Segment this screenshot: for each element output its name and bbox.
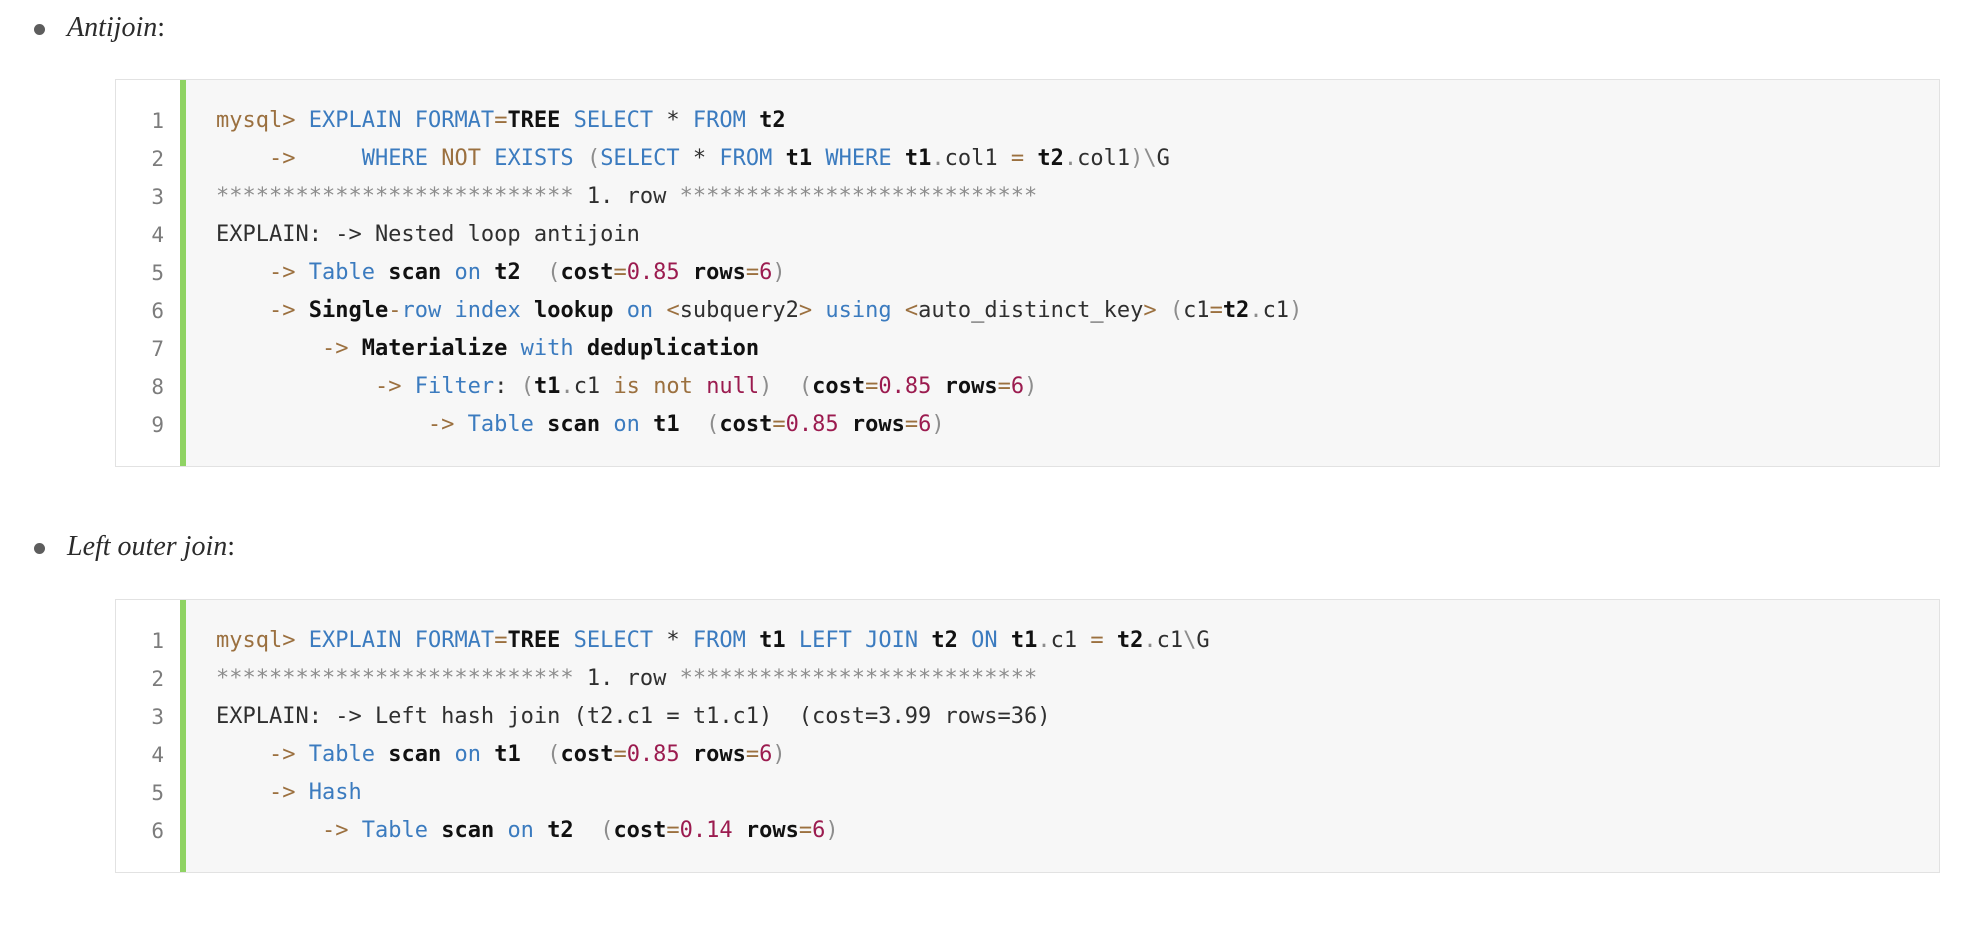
- code-line: -> Table scan on t2 (cost=0.14 rows=6): [321, 817, 839, 843]
- line-number: 2: [151, 147, 164, 172]
- code-line: *************************** 1. row *****…: [216, 184, 1038, 210]
- list-item-label: Left outer join:: [67, 529, 235, 565]
- line-number: 7: [151, 337, 164, 362]
- line-number: 3: [151, 185, 164, 210]
- list-item-label: Antijoin:: [67, 10, 165, 46]
- line-number-gutter: 1 2 3 4 5 6 7 8 9: [116, 80, 180, 467]
- section-spacer: [0, 467, 1980, 519]
- code-block-antijoin: 1 2 3 4 5 6 7 8 9 mysql> EXPLAIN FORMAT=…: [115, 79, 1940, 468]
- line-number: 4: [151, 742, 164, 767]
- antijoin-colon: :: [157, 12, 166, 43]
- line-number: 2: [151, 666, 164, 691]
- code-line: mysql> EXPLAIN FORMAT=TREE SELECT * FROM…: [216, 627, 1210, 653]
- line-number: 8: [151, 375, 164, 400]
- line-number: 1: [151, 628, 164, 653]
- code-line: -> Table scan on t1 (cost=0.85 rows=6): [268, 741, 786, 767]
- code-line: EXPLAIN: -> Left hash join (t2.c1 = t1.c…: [216, 703, 1051, 729]
- code-line: mysql> EXPLAIN FORMAT=TREE SELECT * FROM…: [216, 108, 786, 134]
- left-outer-join-colon: :: [227, 531, 236, 563]
- bullet-dot-icon: [34, 24, 45, 35]
- code-content-antijoin[interactable]: mysql> EXPLAIN FORMAT=TREE SELECT * FROM…: [186, 80, 1939, 466]
- code-block-left-outer-join: 1 2 3 4 5 6 mysql> EXPLAIN FORMAT=TREE S…: [115, 598, 1940, 873]
- line-number: 9: [151, 413, 164, 438]
- code-line: -> Materialize with deduplication: [321, 336, 760, 362]
- accent-bar: [180, 80, 186, 467]
- code-content-left-outer-join[interactable]: mysql> EXPLAIN FORMAT=TREE SELECT * FROM…: [186, 600, 1939, 872]
- code-line: -> WHERE NOT EXISTS (SELECT * FROM t1 WH…: [268, 146, 1170, 172]
- antijoin-term: Antijoin: [67, 12, 158, 43]
- list-item: Left outer join:: [0, 529, 1980, 565]
- bullet-dot-icon: [34, 543, 45, 555]
- line-number: 3: [151, 704, 164, 729]
- line-number: 5: [151, 780, 164, 805]
- code-line: -> Single-row index lookup on <subquery2…: [268, 298, 1303, 324]
- line-number: 6: [151, 818, 164, 843]
- line-number-gutter: 1 2 3 4 5 6: [116, 599, 180, 872]
- line-number: 5: [151, 261, 164, 286]
- line-number: 4: [151, 223, 164, 248]
- code-line: -> Table scan on t2 (cost=0.85 rows=6): [268, 260, 786, 286]
- document-body: Antijoin: 1 2 3 4 5 6 7 8 9 mysql> EXPLA…: [0, 10, 1980, 873]
- line-number: 1: [151, 109, 164, 134]
- list-item: Antijoin:: [0, 10, 1980, 46]
- accent-bar: [180, 599, 186, 872]
- code-line: *************************** 1. row *****…: [216, 665, 1038, 691]
- code-line: -> Hash: [268, 779, 362, 805]
- code-line: EXPLAIN: -> Nested loop antijoin: [216, 222, 640, 248]
- line-number: 6: [151, 299, 164, 324]
- code-line: -> Filter: (t1.c1 is not null) (cost=0.8…: [374, 374, 1038, 400]
- code-line: -> Table scan on t1 (cost=0.85 rows=6): [427, 412, 945, 438]
- left-outer-join-term: Left outer join: [67, 531, 228, 563]
